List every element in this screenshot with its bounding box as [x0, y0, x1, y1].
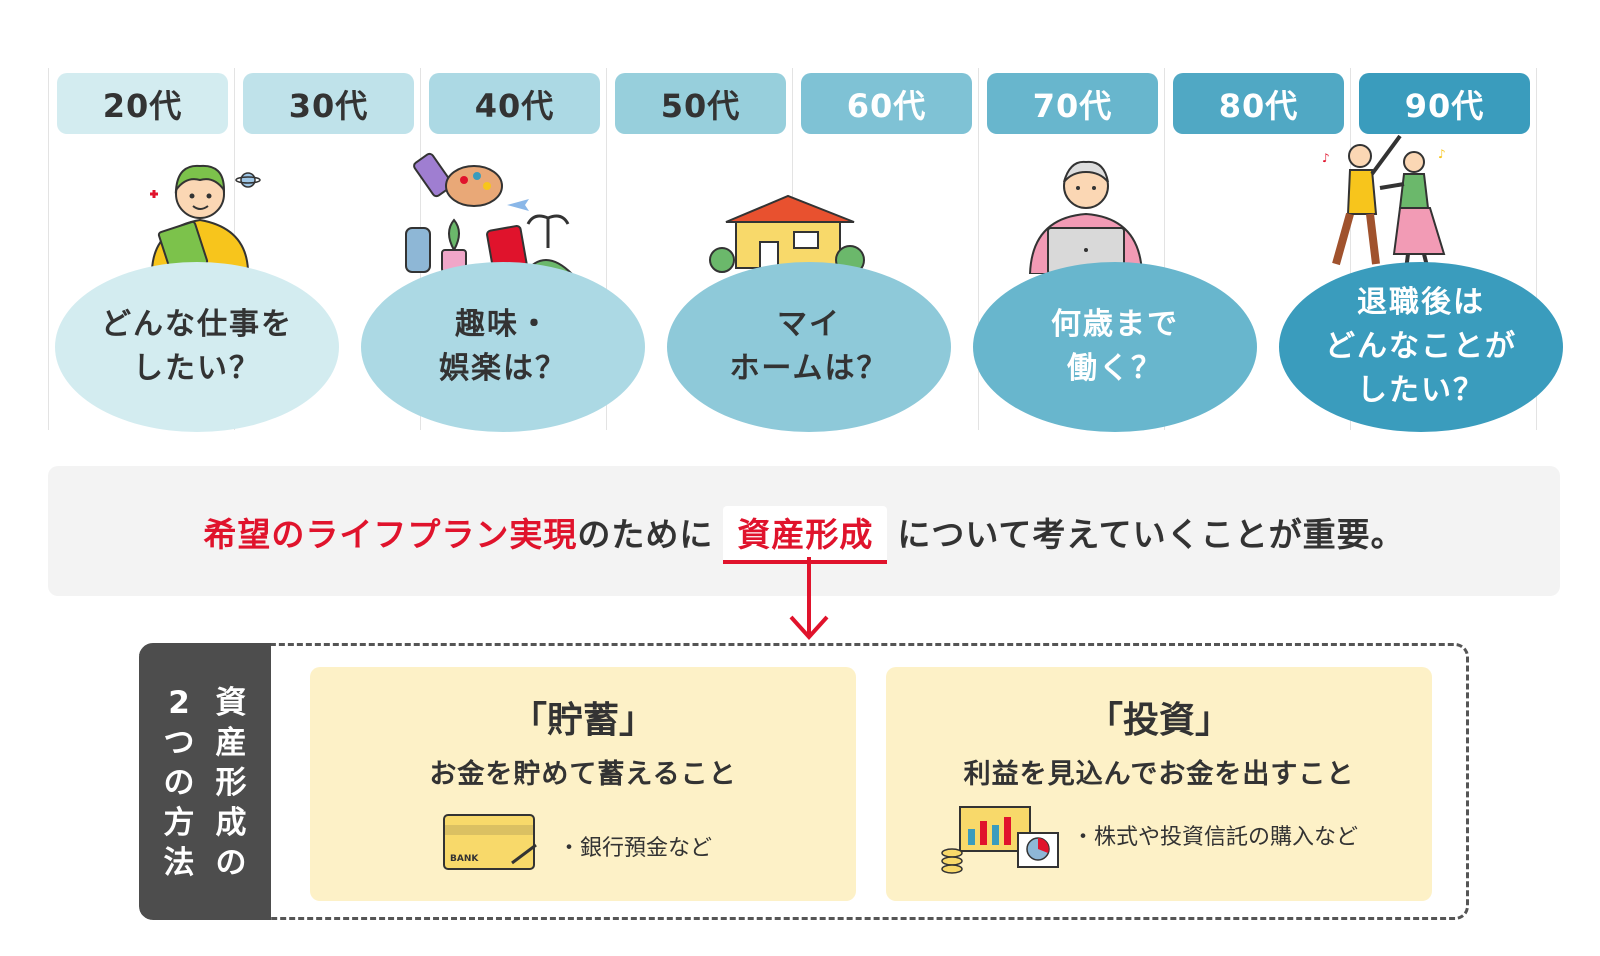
- side-label-col-right: 資 産 形 成 の: [211, 683, 251, 883]
- investment-example: ・株式や投資信託の購入など: [1072, 825, 1359, 850]
- column-divider: [1164, 68, 1165, 430]
- savings-example: ・銀行預金など: [558, 836, 713, 861]
- side-char: つ: [163, 725, 195, 761]
- bubble-line: ホームは？: [729, 351, 889, 386]
- young-worker-illustration: [150, 164, 261, 270]
- banner-keyword: 資産形成: [723, 506, 888, 564]
- savings-title: 「貯蓄」: [510, 700, 655, 741]
- bubble-career: どんな仕事を したい？: [55, 262, 339, 432]
- bubble-line: 娯楽は？: [439, 351, 567, 386]
- side-char: の: [163, 765, 195, 801]
- bubble-line: マイ: [777, 307, 841, 342]
- house-illustration: [709, 194, 865, 274]
- investment-subtitle: 利益を見込んでお金を出すこと: [963, 759, 1355, 790]
- methods-side-label: 2 つ の 方 法 資 産 形 成 の: [139, 643, 271, 920]
- stock-chart-icon: [941, 806, 1059, 874]
- age-label-90s: 90代: [1359, 73, 1530, 134]
- bubble-line: 趣味・: [455, 307, 551, 342]
- hobby-illustration: [405, 152, 575, 277]
- side-char: 方: [163, 805, 195, 841]
- column-divider: [606, 68, 607, 430]
- bank-card-icon: BANK: [443, 814, 537, 870]
- banner-middle: のために: [577, 515, 714, 554]
- age-label-80s: 80代: [1173, 73, 1344, 134]
- column-divider: [1536, 68, 1537, 430]
- age-label-40s: 40代: [429, 73, 600, 134]
- investment-title: 「投資」: [1086, 700, 1231, 741]
- side-char: 2: [168, 685, 190, 721]
- age-label-70s: 70代: [987, 73, 1158, 134]
- bubble-line: 退職後は: [1357, 285, 1485, 320]
- bank-card-text: BANK: [450, 854, 479, 864]
- bubble-work-age: 何歳まで 働く？: [973, 262, 1257, 432]
- age-label-20s: 20代: [57, 73, 228, 134]
- banner-highlight: 希望のライフプラン実現: [203, 515, 578, 554]
- bubble-line: どんなことが: [1325, 329, 1517, 364]
- bubble-line: したい？: [1357, 373, 1485, 408]
- bubble-retirement: 退職後は どんなことが したい？: [1279, 262, 1563, 432]
- working-elder-illustration: [1028, 160, 1144, 274]
- column-divider: [48, 68, 49, 430]
- bubble-home: マイ ホームは？: [667, 262, 951, 432]
- age-label-30s: 30代: [243, 73, 414, 134]
- key-message-banner: 希望のライフプラン実現のために資産形成について考えていくことが重要。: [48, 466, 1560, 596]
- age-label-50s: 50代: [615, 73, 786, 134]
- bubble-line: 何歳まで: [1051, 307, 1179, 342]
- bubble-line: どんな仕事を: [101, 307, 293, 342]
- investment-card: 「投資」 利益を見込んでお金を出すこと ・株式や投資信託の購入など: [886, 667, 1432, 901]
- bubble-line: したい？: [133, 351, 261, 386]
- key-message: 希望のライフプラン実現のために資産形成について考えていくことが重要。: [48, 506, 1560, 564]
- side-char: の: [215, 845, 247, 881]
- column-divider: [978, 68, 979, 430]
- down-arrow-icon: [789, 557, 829, 640]
- side-char: 産: [215, 725, 247, 761]
- side-char: 資: [215, 685, 247, 721]
- side-char: 法: [163, 845, 195, 881]
- savings-subtitle: お金を貯めて蓄えること: [429, 759, 737, 790]
- column-divider: [1350, 68, 1351, 430]
- bubble-hobby: 趣味・ 娯楽は？: [361, 262, 645, 432]
- svg-text:♪: ♪: [1438, 147, 1446, 161]
- side-char: 形: [215, 765, 247, 801]
- bubble-line: 働く？: [1067, 351, 1163, 386]
- side-char: 成: [215, 805, 247, 841]
- savings-card: 「貯蓄」 お金を貯めて蓄えること BANK ・銀行預金など: [310, 667, 856, 901]
- svg-text:♪: ♪: [1322, 151, 1330, 165]
- dancing-couple-illustration: ♪ ♪: [1322, 134, 1446, 271]
- side-label-col-left: 2 つ の 方 法: [159, 683, 199, 883]
- age-label-60s: 60代: [801, 73, 972, 134]
- banner-tail: について考えていくことが重要。: [897, 515, 1405, 554]
